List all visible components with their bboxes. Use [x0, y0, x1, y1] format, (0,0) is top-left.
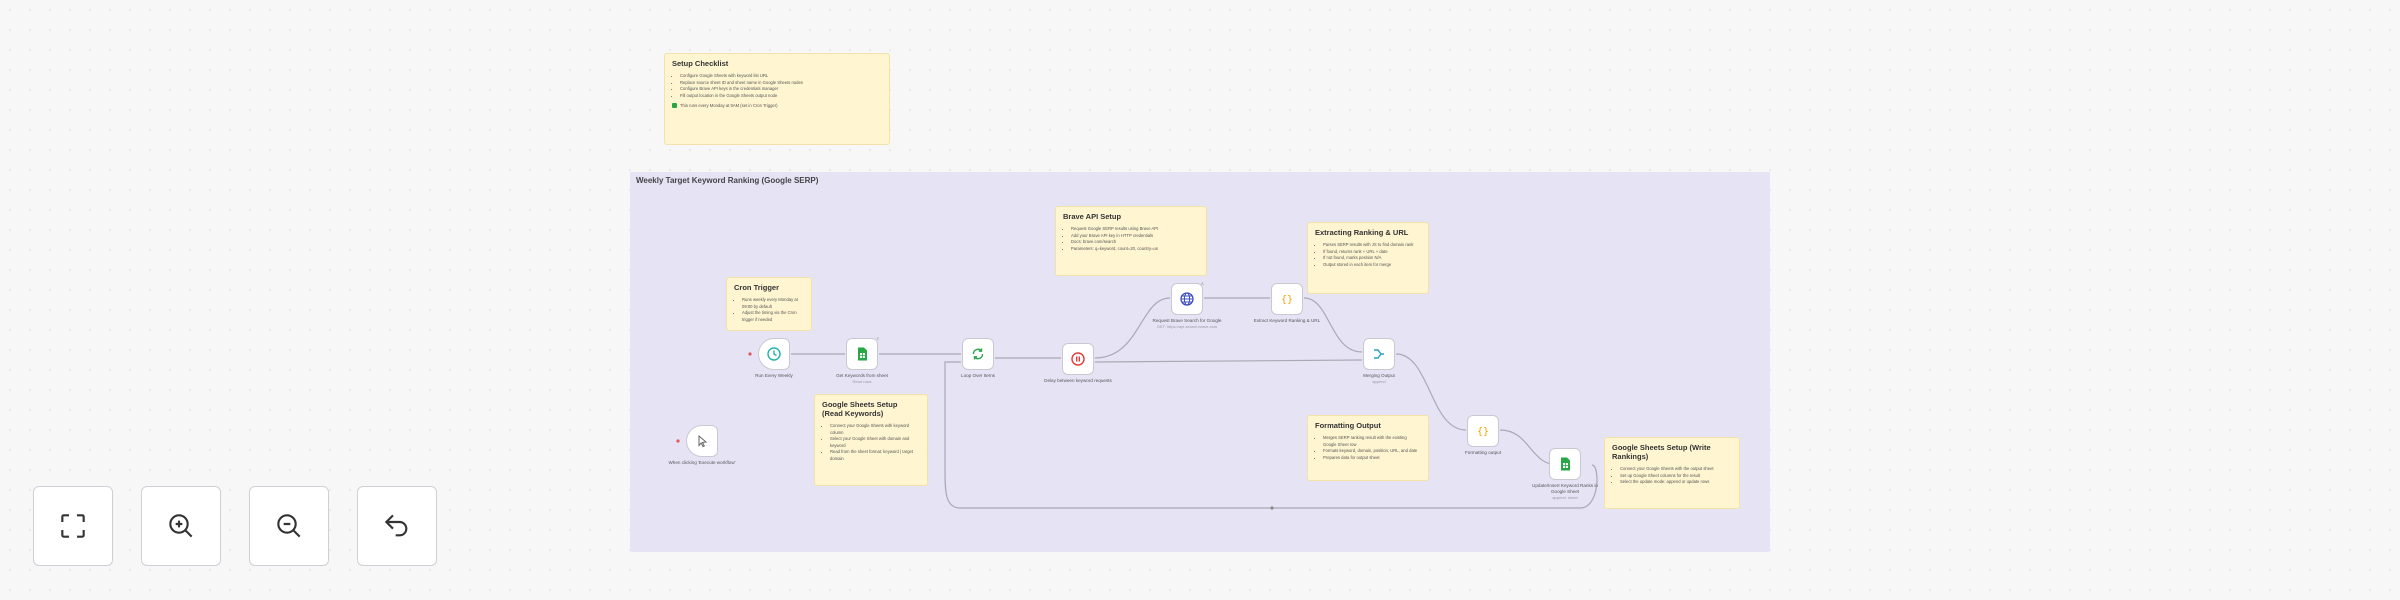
edge-midpoint [1270, 506, 1274, 510]
formatting-output-note[interactable]: Formatting Output Merges SERP ranking re… [1307, 415, 1429, 481]
node-label: Run Every Weekly [755, 373, 793, 378]
fit-view-button[interactable] [33, 486, 113, 566]
note-item: Request Google SERP results using Brave … [1071, 226, 1199, 233]
note-item: Docs: brave.com/search [1071, 239, 1199, 246]
svg-text:{}: {} [1281, 295, 1293, 306]
cron-trigger-node[interactable] [758, 338, 790, 370]
note-item: Select the update mode: append or update… [1620, 479, 1732, 486]
sheets-icon [1561, 457, 1570, 471]
note-title: Formatting Output [1315, 421, 1381, 430]
read-keywords-node[interactable]: ≡ [846, 336, 879, 370]
note-item: Adjust the timing via the Cron trigger i… [742, 310, 804, 323]
loop-icon [972, 348, 984, 360]
node-label: Formatting output [1464, 450, 1501, 455]
fit-view-icon [61, 514, 85, 538]
note-item: Select your Google Sheet with domain and… [830, 436, 920, 449]
note-title: Brave API Setup [1063, 212, 1122, 221]
note-title: Setup Checklist [672, 59, 729, 68]
note-item: Configure Brave API keys in the credenti… [680, 86, 882, 93]
group-title: Weekly Target Keyword Ranking (Google SE… [636, 176, 819, 185]
note-title: Google Sheets Setup (Read Keywords) [822, 400, 898, 418]
note-item: Add your Brave API key in HTTP credentia… [1071, 233, 1199, 240]
note-tip: This runs every Monday at 9AM (set in Cr… [672, 103, 882, 108]
extract-ranking-note[interactable]: Extracting Ranking & URL Parses SERP res… [1307, 222, 1429, 294]
note-item: Replace source sheet ID and sheet name i… [680, 80, 882, 87]
undo-icon [384, 514, 408, 537]
extract-ranking-node[interactable]: {} [1271, 283, 1303, 315]
note-item: Parameters: q=keyword, count=20, country… [1071, 246, 1199, 253]
note-item: Formats keyword, domain, position, URL, … [1323, 448, 1421, 455]
zoom-out-button[interactable] [249, 486, 329, 566]
node-label: When clicking 'Execute workflow' [668, 460, 736, 465]
delay-node[interactable] [1062, 343, 1094, 375]
node-label: Update/Insert Keyword Ranks in Google Sh… [1532, 483, 1598, 500]
note-item: Fill output location in the Google Sheet… [680, 93, 882, 100]
manual-trigger-node[interactable] [686, 425, 718, 457]
edge-wait-merge [1094, 359, 1363, 363]
clock-icon [767, 347, 781, 361]
write-rankings-node[interactable] [1549, 448, 1581, 480]
pause-icon [1071, 352, 1085, 366]
sheets-read-note[interactable]: Google Sheets Setup (Read Keywords) Conn… [814, 394, 928, 486]
edge-wait-brave [1094, 297, 1171, 359]
setup-checklist-note[interactable]: Setup Checklist Configure Google Sheets … [664, 53, 890, 145]
node-label: Get Keywords from sheet Read rows [836, 373, 888, 384]
note-item: Runs weekly every Monday at 09:00 by def… [742, 297, 804, 310]
note-item: Prepares data for output sheet [1323, 455, 1421, 462]
note-title: Google Sheets Setup (Write Rankings) [1612, 443, 1711, 461]
node-label: Loop Over Items [961, 373, 995, 378]
note-title: Cron Trigger [734, 283, 780, 292]
zoom-in-icon [169, 514, 193, 538]
node-badge: ≡ [876, 336, 879, 341]
edge-merge-format [1395, 353, 1467, 431]
node-label: Extract Keyword Ranking & URL [1253, 318, 1321, 323]
globe-icon [1180, 292, 1194, 306]
note-tip-text: This runs every Monday at 9AM (set in Cr… [680, 103, 778, 108]
check-icon [672, 103, 677, 108]
code-icon: {} [1281, 295, 1293, 306]
loop-items-node[interactable] [962, 338, 994, 370]
note-item: Connect your Google Sheets with keyword … [830, 423, 920, 436]
brave-request-node[interactable]: ⚠ [1171, 281, 1204, 315]
trigger-dot [676, 439, 680, 443]
note-item: Set up Google Sheet columns for the resu… [1620, 473, 1732, 480]
note-item: Read from the sheet format: keyword | ta… [830, 449, 920, 462]
cron-trigger-note[interactable]: Cron Trigger Runs weekly every Monday at… [726, 277, 812, 331]
node-badge: ⚠ [1200, 281, 1204, 286]
note-item: If found, returns rank + URL + date [1323, 249, 1421, 256]
zoom-in-button[interactable] [141, 486, 221, 566]
format-output-node[interactable]: {} [1467, 415, 1499, 447]
zoom-out-icon [277, 514, 301, 538]
node-label: Merging Output append [1363, 373, 1395, 384]
edge-write-loop [944, 361, 1598, 509]
note-item: Configure Google Sheets with keyword lis… [680, 73, 882, 80]
cursor-icon [698, 434, 708, 448]
svg-text:{}: {} [1477, 427, 1489, 438]
code-icon: {} [1477, 427, 1489, 438]
edge-extract-merge [1303, 297, 1363, 353]
undo-button[interactable] [357, 486, 437, 566]
note-item: Connect your Google Sheets with the outp… [1620, 466, 1732, 473]
sheets-icon [858, 347, 867, 361]
note-item: Output stored in each item for merge [1323, 262, 1421, 269]
brave-api-note[interactable]: Brave API Setup Request Google SERP resu… [1055, 206, 1207, 276]
merge-output-node[interactable] [1363, 338, 1395, 370]
note-item: Parses SERP results with JS to find doma… [1323, 242, 1421, 249]
note-title: Extracting Ranking & URL [1315, 228, 1409, 237]
merge-icon [1374, 349, 1384, 359]
note-item: Merges SERP ranking result with the exis… [1323, 435, 1421, 448]
node-label: Delay between keyword requests [1044, 378, 1112, 383]
node-label: Request Brave Search for Google GET: htt… [1152, 318, 1222, 329]
trigger-dot [748, 352, 752, 356]
sheets-write-note[interactable]: Google Sheets Setup (Write Rankings) Con… [1604, 437, 1740, 509]
note-item: If not found, marks position N/A [1323, 255, 1421, 262]
